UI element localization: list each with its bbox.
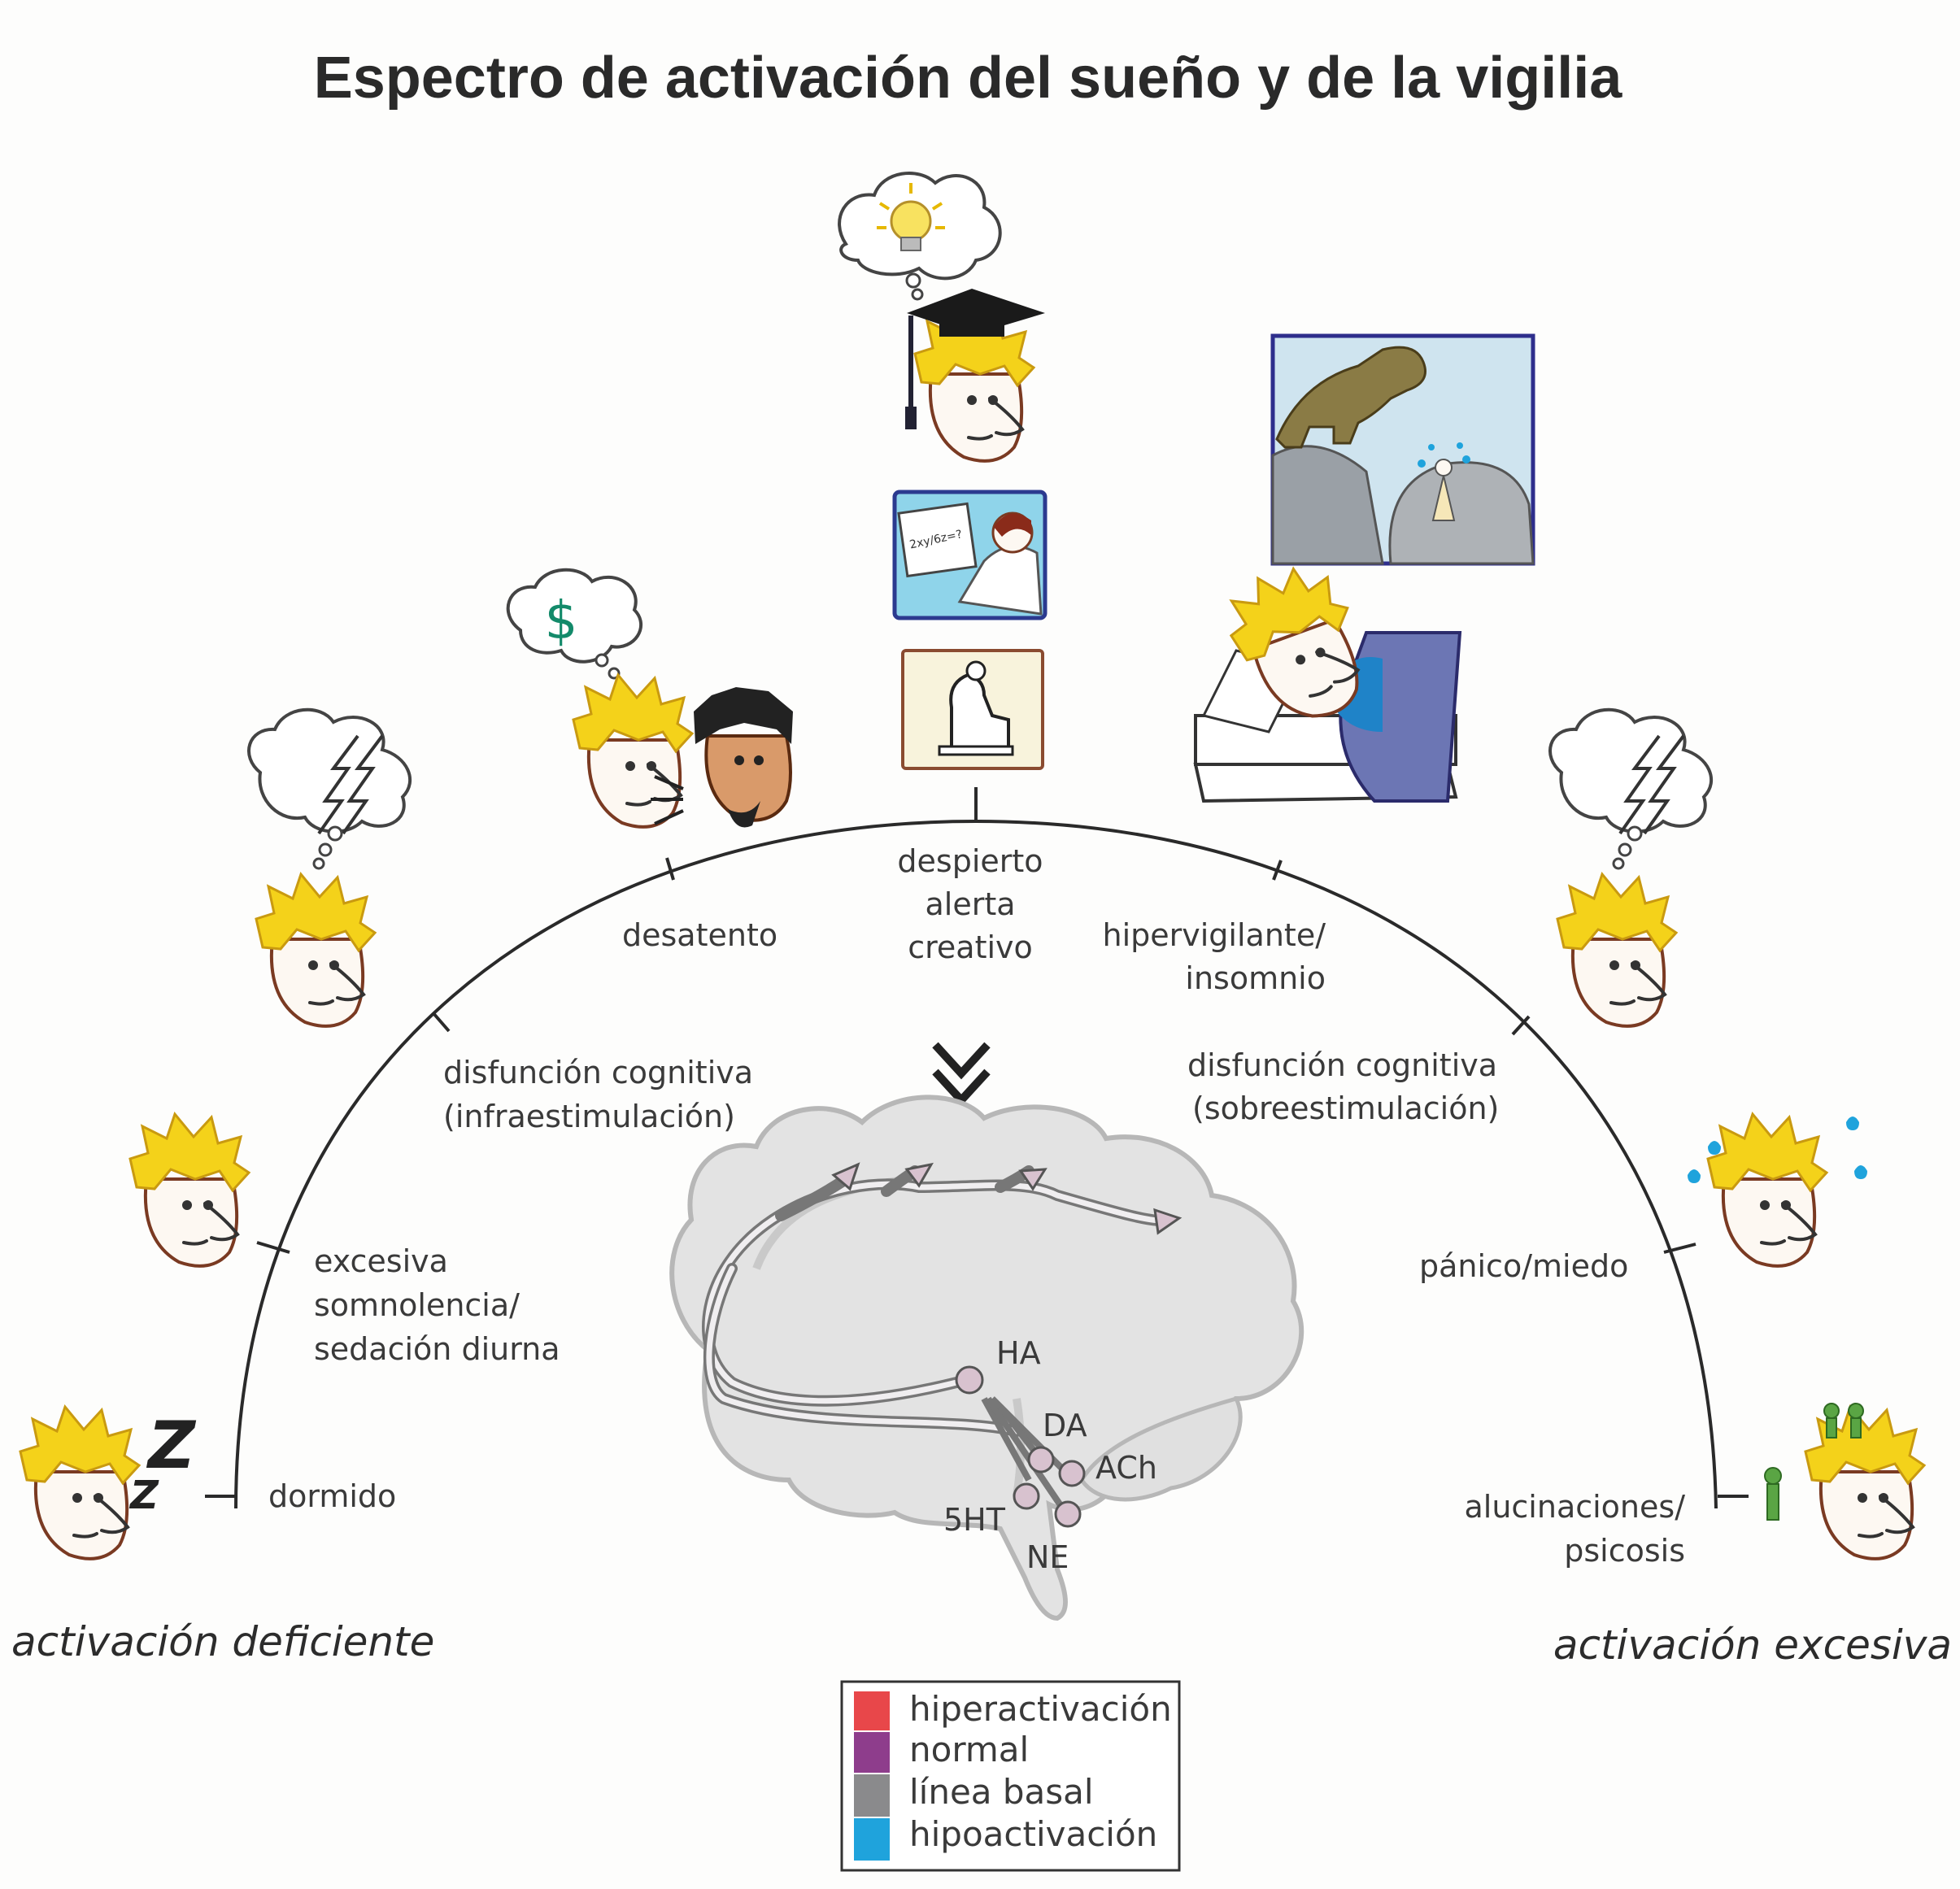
nucleus-ne [1054,1500,1082,1528]
svg-text:alucinaciones/: alucinaciones/ [1464,1489,1685,1525]
svg-text:alerta: alerta [925,886,1015,922]
label-despierto: despierto alerta creativo [897,843,1043,965]
svg-text:excesiva: excesiva [314,1243,448,1279]
right-storm-thought-icon [1548,707,1714,870]
right-angry-face [1556,873,1678,1028]
legend-swatch-hiperactivacion [854,1691,890,1730]
blackboard-panel: 2xy/6z=? [892,490,1048,620]
svg-text:disfunción cognitiva: disfunción cognitiva [443,1055,753,1090]
brain-label-da: DA [1043,1408,1087,1443]
svg-text:(infraestimulación): (infraestimulación) [443,1099,735,1134]
nucleus-ach [1058,1460,1086,1487]
left-storm-thought-icon [247,707,412,870]
dollar-thought-icon: $ [506,568,643,680]
nt-pathways [702,1162,1183,1528]
zzz-icon-small: Z [128,1473,159,1518]
brain-label-ne: NE [1026,1539,1069,1575]
inattentive-figure [572,673,694,829]
legend-label-hiperactivacion: hiperactivación [909,1689,1172,1729]
edge-label-deficiente: activación deficiente [11,1618,434,1665]
svg-text:(sobreestimulación): (sobreestimulación) [1192,1090,1499,1126]
panic-face [1688,1112,1867,1268]
nucleus-da [1027,1446,1055,1473]
nucleus-ha [955,1365,984,1395]
down-arrow-icon [932,1042,991,1107]
left-angry-face [255,873,377,1028]
legend-swatch-linea-basal [854,1774,890,1817]
label-disfuncion-infra: disfunción cognitiva (infraestimulación) [443,1055,753,1134]
talking-man-figure [651,687,793,828]
brain-label-ach: ACh [1095,1450,1157,1486]
label-disfuncion-sobre: disfunción cognitiva (sobreestimulación) [1187,1047,1499,1126]
edge-label-excesiva: activación excesiva [1553,1621,1952,1669]
label-desatento: desatento [622,917,777,953]
label-hipervigilante: hipervigilante/ insomnio [1103,917,1326,996]
svg-text:insomnio: insomnio [1185,960,1326,996]
nucleus-5ht [1013,1482,1040,1510]
thinker-panel [901,649,1044,770]
legend-swatch-hipoactivacion [854,1818,890,1861]
brain-label-ha: HA [996,1335,1041,1371]
dinosaur-dream-panel [1270,333,1535,566]
legend-label-linea-basal: línea basal [909,1772,1094,1812]
label-somnolencia: excesiva somnolencia/ sedación diurna [314,1243,560,1367]
svg-text:somnolencia/: somnolencia/ [314,1287,520,1323]
dollar-sign: $ [545,591,578,651]
brain-label-5ht: 5HT [943,1502,1006,1538]
legend-label-normal: normal [909,1730,1029,1769]
legend: hiperactivación normal línea basal hipoa… [840,1680,1181,1872]
label-panico: pánico/miedo [1419,1248,1628,1284]
hallucination-face [1764,1403,1926,1560]
brain-illustration [669,1095,1304,1621]
lightbulb-thought-icon [838,172,1002,301]
label-dormido: dormido [268,1478,396,1514]
svg-text:sedación diurna: sedación diurna [314,1331,560,1367]
legend-swatch-normal [854,1732,890,1773]
svg-text:disfunción cognitiva: disfunción cognitiva [1187,1047,1497,1083]
legend-label-hipoactivacion: hipoactivación [909,1814,1157,1854]
sleeping-face [19,1405,141,1560]
insomnia-bed-figure [1193,551,1462,803]
sleepy-face [128,1112,250,1268]
zzz-icon-large: Z [146,1408,197,1483]
graduate-figure [905,289,1045,463]
svg-text:despierto: despierto [897,843,1043,879]
arc-ticks [205,787,1749,1498]
svg-text:creativo: creativo [908,929,1033,965]
page-title: Espectro de activación del sueño y de la… [314,46,1623,111]
svg-text:hipervigilante/: hipervigilante/ [1103,917,1326,953]
svg-text:psicosis: psicosis [1564,1533,1685,1569]
label-alucinaciones: alucinaciones/ psicosis [1464,1489,1685,1569]
